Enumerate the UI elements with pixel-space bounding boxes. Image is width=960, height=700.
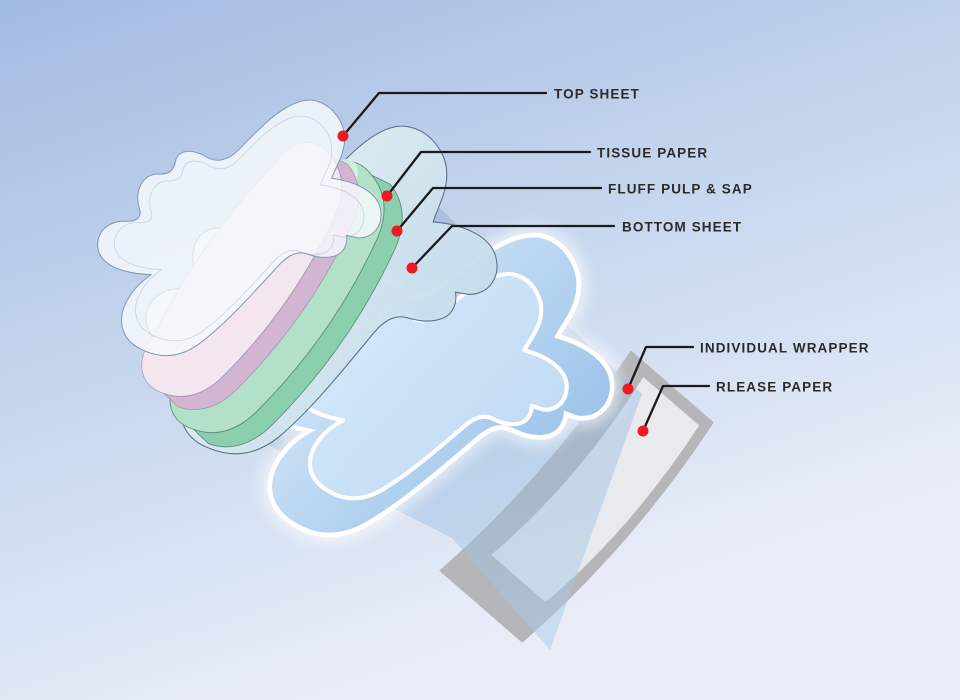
marker-dot-individual-wrapper xyxy=(622,383,634,395)
marker-dot-bottom-sheet xyxy=(406,262,418,274)
label-rlease-paper: RLEASE PAPER xyxy=(716,380,833,395)
label-fluff-pulp-sap: FLUFF PULP & SAP xyxy=(608,182,753,197)
leader-fluff-pulp-sap xyxy=(395,186,603,233)
marker-dot-rlease-paper xyxy=(637,425,649,437)
leader-individual-wrapper xyxy=(626,345,695,391)
leader-tissue-paper xyxy=(385,150,592,198)
label-top-sheet: TOP SHEET xyxy=(554,87,640,102)
marker-dot-top-sheet xyxy=(337,130,349,142)
marker-dots xyxy=(337,130,649,437)
label-individual-wrapper: INDIVIDUAL WRAPPER xyxy=(700,341,870,356)
leader-rlease-paper xyxy=(641,384,711,433)
leader-top-sheet xyxy=(341,91,548,138)
label-tissue-paper: TISSUE PAPER xyxy=(597,146,708,161)
marker-dot-fluff-pulp-sap xyxy=(391,225,403,237)
leader-bottom-sheet xyxy=(410,224,616,270)
label-bottom-sheet: BOTTOM SHEET xyxy=(622,220,742,235)
marker-dot-tissue-paper xyxy=(381,190,393,202)
labels: TOP SHEET TISSUE PAPER FLUFF PULP & SAP … xyxy=(554,87,870,395)
leader-lines xyxy=(341,91,711,433)
